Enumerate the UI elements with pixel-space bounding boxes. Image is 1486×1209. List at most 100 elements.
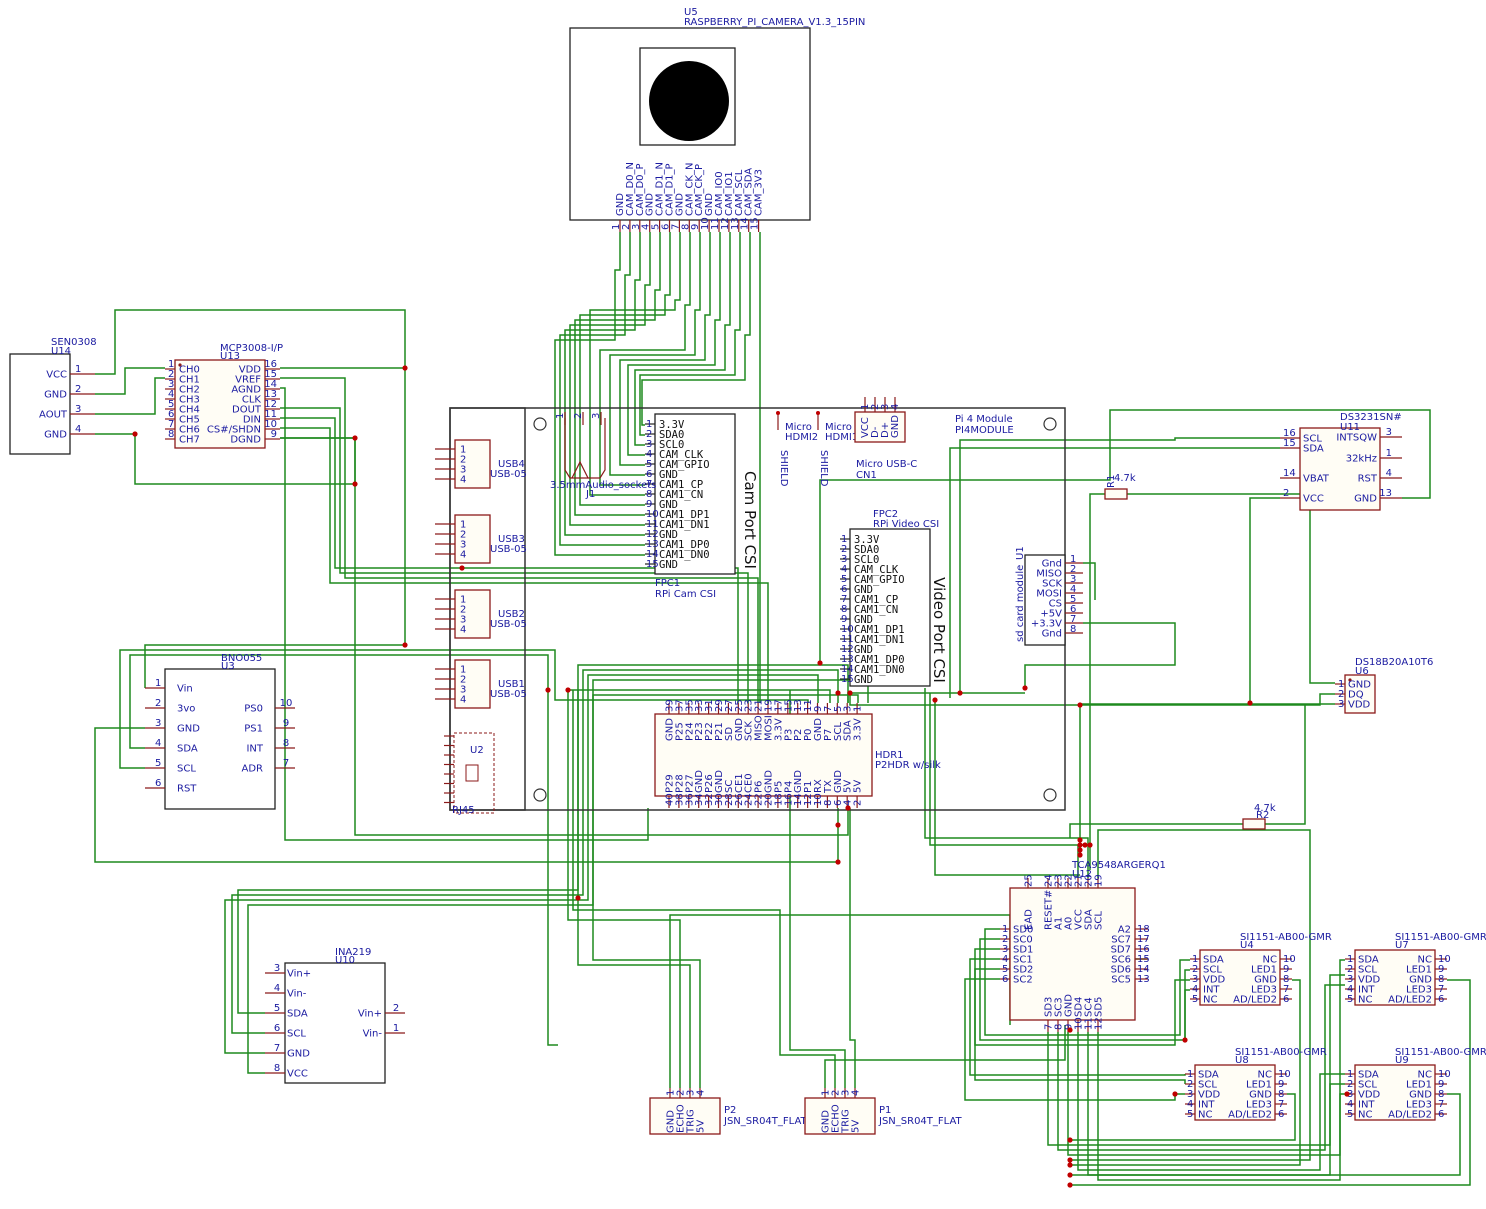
u12-pin-num: 24 — [1044, 874, 1055, 887]
u13-pin-num: 15 — [264, 369, 277, 380]
usb4-pin-num: 1 — [460, 445, 466, 456]
wire-trace — [924, 688, 1089, 878]
junction-dot-icon — [402, 365, 408, 371]
u13-body — [174, 359, 266, 449]
p1-pin-num: 2 — [831, 1090, 842, 1096]
u4-pin-label: NC — [1203, 995, 1217, 1006]
fpc2-pin-num: 14 — [841, 664, 854, 675]
u12-pin-num: 1 — [1002, 924, 1008, 935]
u5-pin-num: 12 — [720, 217, 731, 230]
pi4-ref: Pi 4 Module — [955, 414, 1013, 425]
u1-pin-num: 8 — [1070, 624, 1076, 635]
u13-pin-label: CH3 — [179, 395, 200, 406]
u7-pin-label: SCL — [1358, 965, 1377, 976]
wire-trace — [280, 387, 649, 841]
u7-value: SI1151-AB00-GMR — [1395, 932, 1486, 943]
camera-lens-icon — [649, 61, 729, 141]
u5-value: RASPBERRY_PI_CAMERA_V1.3_15PIN — [684, 17, 865, 28]
wire-trace — [129, 654, 558, 1046]
u13-pin-num: 3 — [168, 379, 174, 390]
wire-trace — [554, 232, 645, 556]
u13-pin-num: 6 — [168, 409, 174, 420]
u11-value: DS3231SN# — [1340, 412, 1402, 423]
hdr1-pin-num: 32 — [704, 793, 715, 806]
u3-pin-label: ADR — [242, 764, 264, 775]
u8-pin-label: SDA — [1198, 1070, 1219, 1081]
u12-pin-label: EAD — [1024, 909, 1035, 930]
u3-pin-label: INT — [246, 744, 263, 755]
u14-value: SEN0308 — [51, 337, 97, 348]
u10-pin-num: 2 — [393, 1003, 399, 1014]
junction-dot-icon — [1067, 1157, 1073, 1163]
wire-trace — [984, 928, 1190, 1036]
wire-trace — [1083, 562, 1096, 600]
u9-pin-num: 4 — [1347, 1099, 1353, 1110]
usb1-pin-num: 1 — [460, 665, 466, 676]
u10-ref: U10 — [335, 955, 355, 966]
wire-trace — [569, 232, 651, 526]
u14-pin-label: AOUT — [39, 410, 68, 421]
u12-pin-num: 5 — [1002, 964, 1008, 975]
u3-pin-num: 3 — [155, 718, 161, 729]
hdmi-pin-dot-icon — [816, 411, 820, 415]
u12-pin-label: SD5 — [1094, 997, 1105, 1017]
mount-hole-icon — [1043, 788, 1057, 802]
u9-ref: U9 — [1395, 1055, 1409, 1066]
junction-dot-icon — [1077, 852, 1083, 858]
u4-pin-num: 4 — [1192, 984, 1198, 995]
cn1-body — [854, 411, 906, 443]
fpc2-pin-num: 11 — [841, 634, 854, 645]
j1-ref: J1 — [585, 489, 595, 500]
u7-pin-label: INT — [1358, 985, 1375, 996]
hdr1-pin-label: GND — [813, 718, 824, 741]
u7-pin-label: NC — [1418, 955, 1432, 966]
hdr1-pin-num: 37 — [674, 699, 685, 712]
hdr1-pin-label: GND — [714, 770, 725, 793]
u7-pin-num: 7 — [1438, 984, 1444, 995]
usb2-pin-num: 2 — [460, 605, 466, 616]
u11-pin-num: 14 — [1283, 468, 1296, 479]
u12-pin-label: SC6 — [1111, 955, 1131, 966]
hdr1-pin-num: 28 — [724, 793, 735, 806]
junction-dot-icon — [1067, 1137, 1073, 1143]
wire-trace — [627, 232, 721, 456]
u12-pin-num: 21 — [1074, 874, 1085, 887]
fpc2-pin-label: GND — [854, 614, 873, 626]
u12-pin-label: SD4 — [1074, 997, 1085, 1017]
u5-pin-label: GND — [615, 193, 626, 216]
usb4-ref: USB4 — [498, 459, 525, 470]
u8-pin-num: 1 — [1187, 1069, 1193, 1080]
hdr1-pin-num: 36 — [684, 793, 695, 806]
wire-trace — [619, 232, 711, 466]
u7-pin-num: 4 — [1347, 984, 1353, 995]
u1-pin-label: Gnd — [1042, 559, 1062, 570]
u14-pin-num: 3 — [75, 404, 81, 415]
u4-pin-label: LED3 — [1251, 985, 1277, 996]
usb3-body — [454, 514, 491, 564]
u5-pin-num: 13 — [730, 217, 741, 230]
hdr1-pin-num: 24 — [744, 793, 755, 806]
wire-trace — [639, 232, 741, 436]
u7-body — [1354, 949, 1436, 1006]
parts-layer: Pi 4 ModulePI4MODULEU5RASPBERRY_PI_CAMER… — [9, 7, 1486, 1135]
fpc1-pin-num: 7 — [646, 479, 652, 490]
u8-ref: U8 — [1235, 1055, 1249, 1066]
u13-pin-num: 10 — [264, 419, 277, 430]
u5-pin-num: 8 — [680, 224, 691, 230]
fpc2-pin-label: 3.3V — [854, 534, 880, 546]
hdr1-pin-label: TX — [823, 780, 834, 794]
usb4-pin-num: 3 — [460, 465, 466, 476]
u8-pin-num: 10 — [1278, 1069, 1291, 1080]
wire-trace — [1070, 1093, 1461, 1176]
fpc1-pin-num: 9 — [646, 499, 652, 510]
u13-value: MCP3008-I/P — [220, 343, 283, 354]
junction-dot-icon — [1077, 837, 1083, 843]
hdr1-pin-num: 6 — [833, 800, 844, 806]
junction-dot-icon — [1067, 1172, 1073, 1178]
u11-pin-num: 3 — [1386, 427, 1392, 438]
u10-pin-num: 4 — [274, 983, 280, 994]
u12-pin-num: 23 — [1054, 874, 1065, 887]
fpc2-pin-label: CAM_CLK — [854, 564, 899, 576]
u4-pin-num: 6 — [1283, 994, 1289, 1005]
junction-dot-icon — [132, 431, 138, 437]
